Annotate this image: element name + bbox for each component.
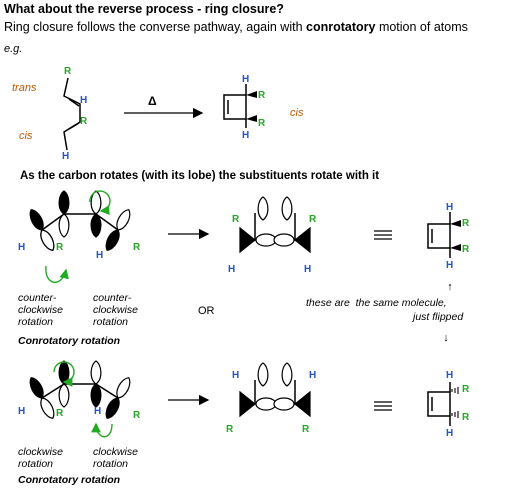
top-rotation-arrow-upper [89, 190, 111, 215]
same-molecule-note-line1: these are the same molecule, [306, 297, 447, 309]
top-h-right: H [96, 250, 103, 261]
bottom-mode-label: Conrotatory rotation [18, 474, 121, 486]
product-r-bottom: R [258, 118, 266, 129]
cb-top-h2: H [446, 260, 453, 271]
cyclobutene-product [223, 84, 247, 128]
bottom-left-rotation-caption: clockwise rotation [18, 446, 63, 470]
cb-top-r2: R [462, 244, 470, 255]
page-title: What about the reverse process - ring cl… [4, 2, 284, 16]
top-equals-sign [374, 230, 392, 240]
ts-top-r-right: R [309, 214, 317, 225]
top-transition-state [239, 196, 311, 254]
bottom-h-right: H [94, 406, 101, 417]
section-heading: As the carbon rotates (with its lobe) th… [20, 170, 380, 182]
top-orbital-1 [26, 206, 58, 254]
bottom-h-left: H [18, 406, 25, 417]
down-arrow: ↓ [443, 332, 449, 344]
top-right-rotation-caption: counter- clockwise rotation [93, 292, 138, 328]
ts-top-r-left: R [232, 214, 240, 225]
subtitle-post: motion of atoms [375, 20, 468, 34]
bottom-rotation-arrow-upper [53, 361, 75, 387]
page-subtitle: Ring closure follows the converse pathwa… [4, 21, 468, 34]
product-r-top: R [258, 90, 266, 101]
ts-bottom-h-right: H [309, 370, 316, 381]
top-orbital-4 [105, 209, 131, 251]
top-left-rotation-caption: counter- clockwise rotation [18, 292, 63, 328]
bottom-equals-sign [374, 401, 392, 411]
or-label: OR [198, 305, 215, 317]
diene-structure [63, 77, 81, 151]
bottom-r-left: R [56, 408, 64, 419]
ts-bottom-r-left: R [226, 424, 234, 435]
top-cyclobutene [427, 212, 451, 258]
same-molecule-note-line2: just flipped [413, 311, 464, 323]
bottom-r-right: R [133, 410, 141, 421]
bottom-cyclobutene [427, 382, 459, 426]
top-r-left: R [56, 242, 64, 253]
cis-label-left: cis [19, 130, 33, 142]
cis-label-right: cis [290, 107, 304, 119]
top-h-left: H [18, 242, 25, 253]
product-h-bottom: H [242, 130, 249, 141]
product-h-top: H [242, 74, 249, 85]
up-arrow: ↑ [447, 281, 453, 293]
top-rotation-arrow-lower [45, 265, 69, 283]
bottom-transition-state [239, 362, 311, 418]
bottom-rotation-arrow-lower [91, 422, 113, 438]
ts-bottom-h-left: H [232, 370, 239, 381]
ts-bottom-r-right: R [302, 424, 310, 435]
cb-bottom-r1: R [462, 384, 470, 395]
bottom-right-rotation-caption: clockwise rotation [93, 446, 138, 470]
cb-bottom-h1: H [446, 370, 453, 381]
ts-top-h-right: H [304, 264, 311, 275]
bottom-orbital-chain [29, 360, 131, 419]
cb-top-r1: R [462, 218, 470, 229]
trans-label: trans [12, 82, 37, 94]
example-label: e.g. [4, 43, 23, 55]
diene-r-bottom: R [80, 116, 88, 127]
top-orbital-2 [58, 190, 70, 238]
diene-r-top: R [64, 66, 72, 77]
top-mode-label: Conrotatory rotation [18, 335, 121, 347]
heat-label: Δ [148, 94, 157, 108]
ts-top-h-left: H [228, 264, 235, 275]
diene-h-bottom: H [62, 151, 69, 162]
cb-bottom-r2: R [462, 412, 470, 423]
top-r-right: R [133, 242, 141, 253]
cb-top-h1: H [446, 202, 453, 213]
cb-bottom-h2: H [446, 428, 453, 439]
subtitle-bold: conrotatory [306, 20, 376, 34]
top-orbital-3 [90, 190, 102, 238]
subtitle-pre: Ring closure follows the converse pathwa… [4, 20, 307, 34]
diene-h-top: H [80, 95, 87, 106]
top-orbital-chain [26, 190, 131, 254]
